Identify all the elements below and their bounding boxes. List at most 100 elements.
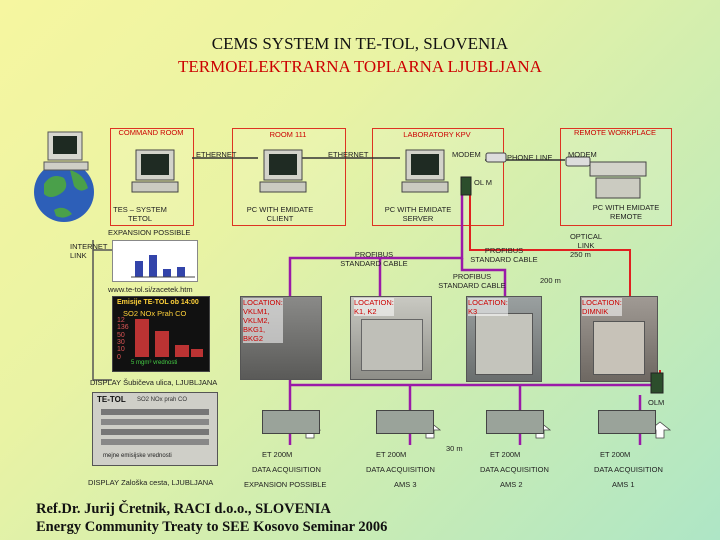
web-chart-thumbnail [112, 240, 198, 282]
website-label: www.te-tol.si/zacetek.htm [108, 285, 193, 294]
acq-sub-2: AMS 3 [394, 480, 417, 489]
optical-link-label: OPTICAL LINK [569, 232, 603, 250]
emission-display: Emisije TE-TOL ob 14:00 SO2 NOx Prah CO … [112, 296, 210, 372]
expansion-label: EXPANSION POSSIBLE [108, 228, 191, 237]
emission-bar [175, 345, 189, 357]
modem-remote-icon [565, 156, 591, 167]
led-panel-display: TE-TOL SO2 NOx prah CO mejne emisijske v… [92, 392, 218, 466]
cabinet-door [593, 321, 645, 375]
panel-row [101, 439, 209, 445]
emission-value: 0 [117, 353, 121, 361]
loc-line: LOCATION: [582, 298, 622, 307]
panel-row [101, 429, 209, 435]
profibus-label-1: PROFIBUS STANDARD CABLE [340, 250, 408, 268]
laboratory-label: LABORATORY KPV [403, 130, 471, 139]
web-chart-bars [131, 255, 195, 278]
emission-value: 136 [117, 324, 129, 332]
panel-cols: SO2 NOx prah CO [137, 397, 188, 403]
display2-label: DISPLAY Zaloška cesta, LJUBLJANA [88, 478, 214, 487]
acq-label-1: DATA ACQUISITION [252, 465, 321, 474]
loc-line: DIMNIK [582, 307, 609, 316]
loc-line: K3 [468, 307, 478, 316]
et200m-module-2 [376, 410, 434, 434]
footer-line2: Energy Community Treaty to SEE Kosovo Se… [36, 519, 388, 536]
olm-device-icon [650, 372, 664, 394]
emission-bar [191, 349, 203, 357]
remote-pc-icon [589, 161, 647, 199]
internet-link-label: INTERNET LINK [70, 242, 108, 260]
client-pc-icon [259, 149, 307, 193]
loc-line: BKG2 [243, 334, 264, 343]
cabinet-door [475, 313, 533, 375]
emission-value: 10 [117, 346, 125, 354]
panel-title: TE-TOL [97, 395, 126, 404]
location-1: LOCATION: VKLM1, VKLM2, BKG1, BKG2 [243, 298, 283, 343]
phone-line-label: PHONE LINE [507, 153, 553, 162]
panel-foot: mejne emisijske vrednosti [103, 453, 172, 459]
olm-label: OLM [648, 398, 665, 407]
cabinet-door [361, 319, 423, 371]
panel-row [101, 409, 209, 415]
et-label-3: ET 200M [490, 450, 521, 459]
modem-remote-label: MODEM [568, 150, 597, 159]
emission-cols: SO2 NOx Prah CO [123, 309, 187, 318]
et-label-2: ET 200M [376, 450, 407, 459]
title-line1: CEMS SYSTEM IN TE-TOL, SLOVENIA [211, 34, 509, 53]
footer: Ref.Dr. Jurij Čretnik, RACI d.o.o., SLOV… [36, 500, 387, 536]
profibus-label-2: PROFIBUS STANDARD CABLE [470, 246, 538, 264]
location-3: LOCATION: K3 [468, 298, 508, 316]
tes-pc-icon [131, 149, 179, 193]
panel-row [101, 419, 209, 425]
profibus-label-3: PROFIBUS STANDARD CABLE [438, 272, 506, 290]
emission-value: 12 [117, 317, 125, 324]
loc-line: BKG1, [243, 325, 266, 334]
loc-line: LOCATION: [243, 298, 283, 307]
title-line2: TERMOELEKTRARNA TOPLARNA LJUBLJANA [178, 57, 542, 76]
et200m-module-1 [262, 410, 320, 434]
loc-line: VKLM1, [243, 307, 270, 316]
loc-line: LOCATION: [468, 298, 508, 307]
et200m-module-3 [486, 410, 544, 434]
olm-lab-icon [460, 176, 472, 196]
acq-sub-3: AMS 2 [500, 480, 523, 489]
server-pc-icon [401, 149, 449, 193]
location-4: LOCATION: DIMNIK [582, 298, 622, 316]
command-room-label: COMMAND ROOM [118, 128, 184, 137]
footer-line1: Ref.Dr. Jurij Čretnik, RACI d.o.o., SLOV… [36, 501, 331, 517]
remote-pc-label: PC WITH EMIDATE REMOTE [592, 203, 660, 221]
emission-bar [155, 331, 169, 357]
room-111-label: ROOM 111 [269, 130, 307, 139]
ethernet-label-1: ETHERNET [196, 150, 237, 159]
acq-label-4: DATA ACQUISITION [594, 465, 663, 474]
et-label-4: ET 200M [600, 450, 631, 459]
tes-label: TES – SYSTEM TETOL [113, 205, 167, 223]
modem-lab-icon [485, 152, 507, 163]
remote-label: REMOTE WORKPLACE [573, 128, 657, 137]
dist-30-label: 30 m [446, 444, 463, 453]
ol-m-label: OL M [474, 178, 493, 187]
dist-200-label: 200 m [540, 276, 561, 285]
emission-value: 50 [117, 331, 125, 339]
modem-lab-label: MODEM [452, 150, 481, 159]
acq-sub-4: AMS 1 [612, 480, 635, 489]
location-2: LOCATION: K1, K2 [354, 298, 394, 316]
et-label-1: ET 200M [262, 450, 293, 459]
globe-pc-icon [34, 131, 94, 222]
ethernet-label-2: ETHERNET [328, 150, 369, 159]
acq-label-2: DATA ACQUISITION [366, 465, 435, 474]
emission-value: 30 [117, 339, 125, 347]
loc-line: LOCATION: [354, 298, 394, 307]
server-label: PC WITH EMIDATE SERVER [384, 205, 452, 223]
client-label: PC WITH EMIDATE CLIENT [246, 205, 314, 223]
emission-bar [135, 319, 149, 357]
loc-line: K1, K2 [354, 307, 377, 316]
acq-label-3: DATA ACQUISITION [480, 465, 549, 474]
emission-title: Emisije TE-TOL ob 14:00 [117, 299, 199, 306]
zone-remote [560, 128, 672, 226]
optical-dist-label: 250 m [570, 250, 591, 259]
emission-foot: 5 mgm³ vrednosti [131, 360, 178, 366]
emission-values: 12 136 50 30 10 0 [117, 317, 129, 361]
acq-sub-1: EXPANSION POSSIBLE [244, 480, 327, 489]
display1-label: DISPLAY Šubičeva ulica, LJUBLJANA [90, 378, 218, 387]
